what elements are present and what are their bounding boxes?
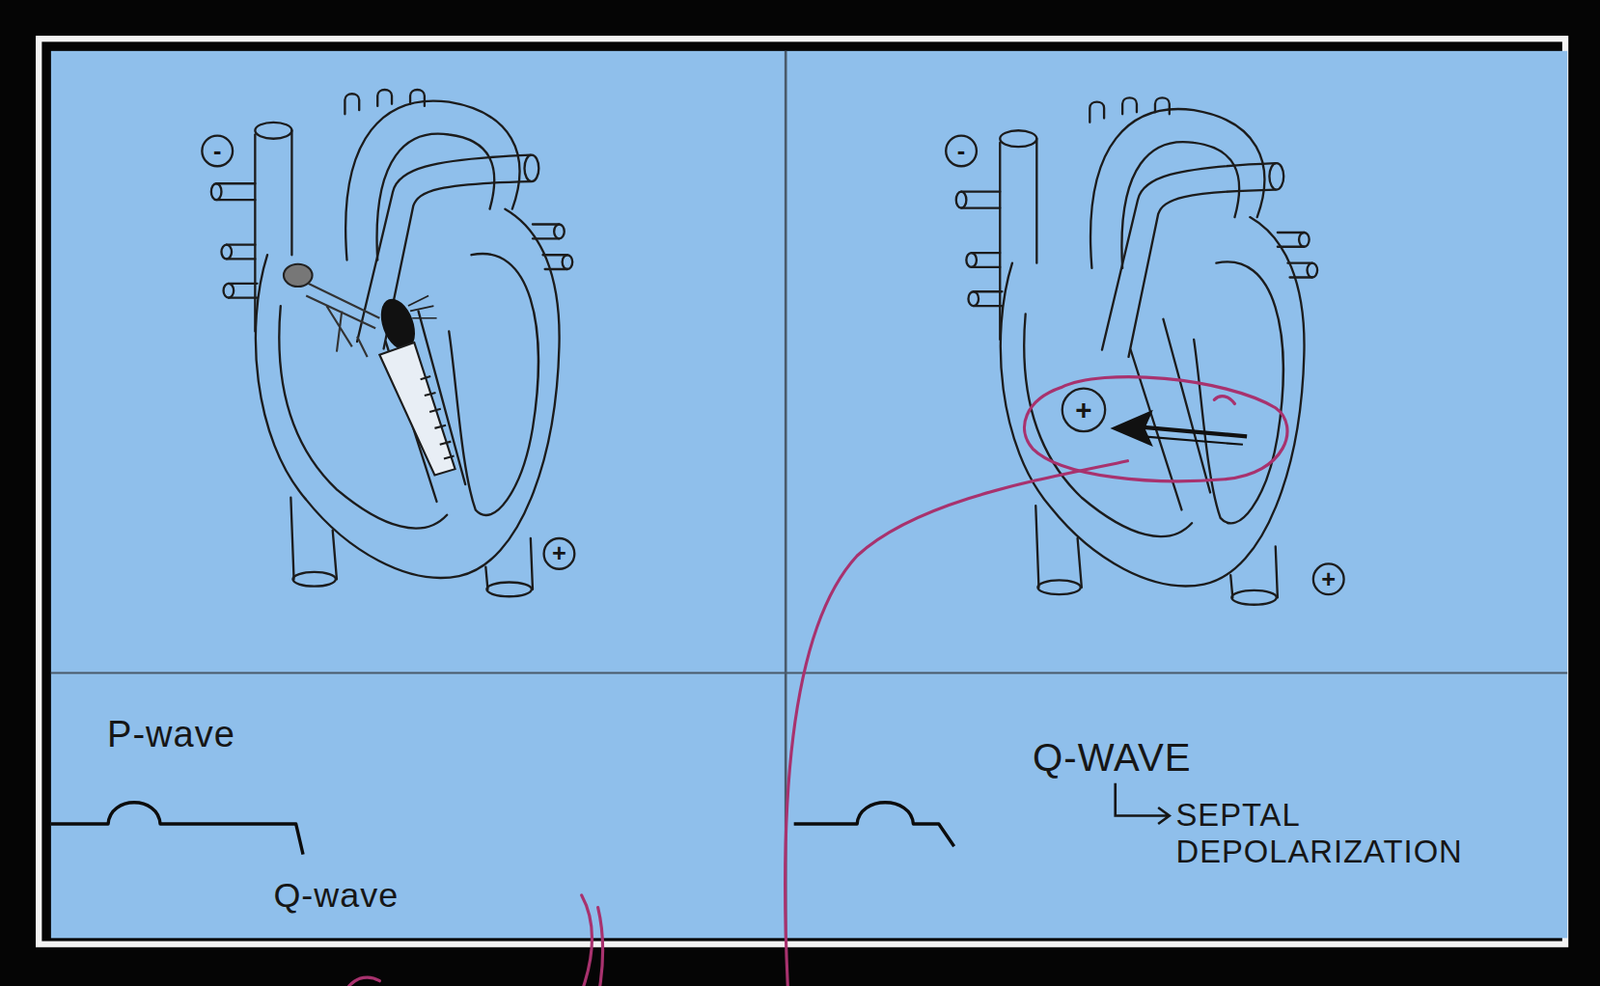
electrode-sign: + [551,541,567,566]
highlight-oval [1024,377,1288,482]
electrode-circle [1313,563,1345,595]
electrode-sign: - [957,138,966,164]
wave-label: Q-WAVE [1032,736,1191,781]
ink-mark [1213,396,1235,405]
wave-label: Q-wave [273,875,399,915]
vector-head [1109,410,1153,447]
electrode-sign: + [1075,395,1092,425]
vector-shaft [1132,426,1247,438]
node-scribble [408,295,438,318]
electrode-circle [1062,388,1105,432]
conduction-system [283,264,456,476]
heart-drawing [211,89,573,597]
bundle-hatch [420,376,455,460]
board [51,51,1568,938]
sub-arrow [1115,783,1170,825]
vector-shaft [1142,436,1243,444]
internodal-path [305,283,380,358]
ecg-line [51,802,304,856]
panel-divider [51,671,1568,674]
ink-mark [581,895,593,986]
electrode-sign: - [213,138,221,164]
ink-mark [598,908,604,986]
ink-mark [349,977,381,986]
ecg-trace [51,802,955,856]
electrode-sign: + [1321,567,1336,592]
explanation-note: SEPTAL DEPOLARIZATION [1175,797,1562,870]
annotation-ink [349,377,1288,986]
bundle-of-his [379,342,455,475]
electrodes [201,136,1344,596]
electrode-circle [945,136,977,167]
septal-vector [1109,410,1247,447]
electrode-circle [201,136,233,167]
electrode-circle [544,538,576,570]
wave-label: P-wave [107,714,236,757]
heart-drawing [956,97,1318,605]
pointer-line [785,461,1129,986]
sa-node [283,264,313,287]
ecg-line [794,802,955,847]
